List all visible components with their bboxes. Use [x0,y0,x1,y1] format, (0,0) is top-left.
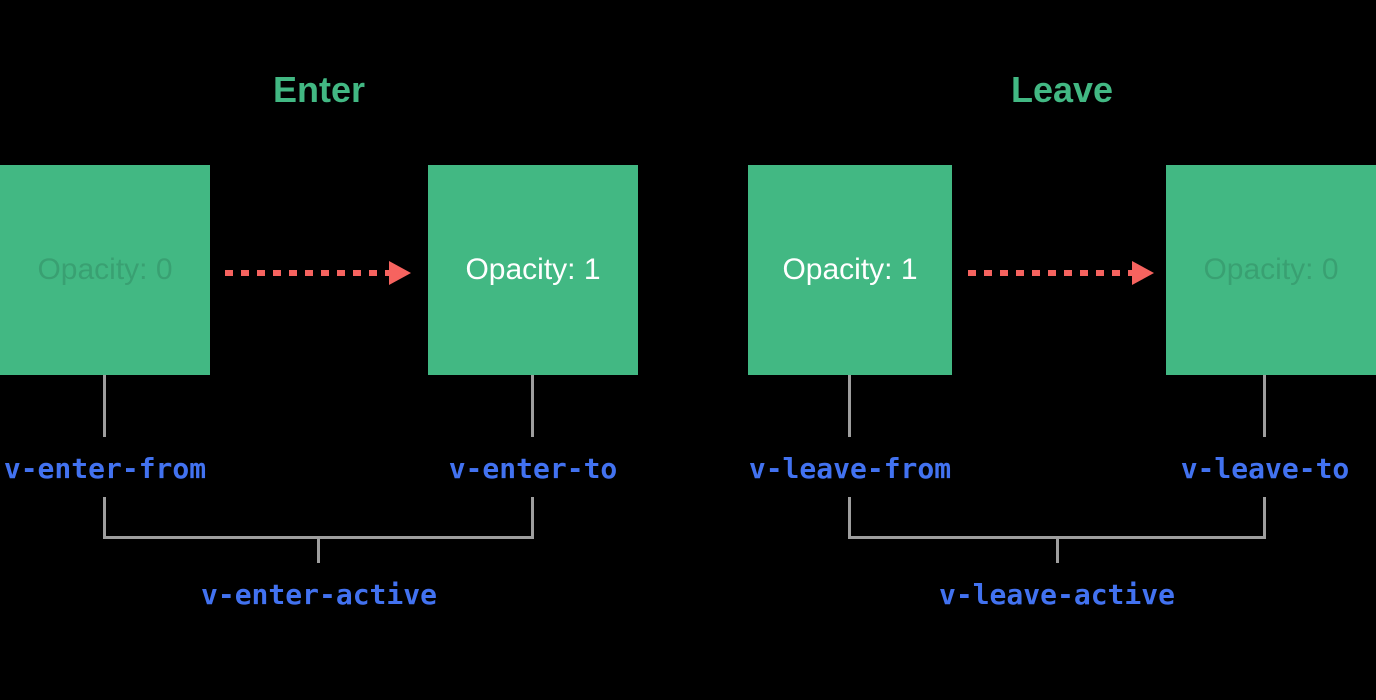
leave-section-title: Leave [1010,69,1114,110]
leave-bracket-left-line [848,497,851,536]
enter-to-connector-line [531,375,534,437]
v-enter-active-label: v-enter-active [200,578,437,611]
enter-transition-arrow-icon [225,261,411,285]
leave-to-opacity-text: Opacity: 0 [1203,253,1339,286]
enter-to-opacity-text: Opacity: 1 [465,253,601,286]
v-enter-to-label: v-enter-to [448,452,618,485]
v-leave-from-label: v-leave-from [748,452,952,485]
enter-section-title: Enter [272,69,366,110]
arrow-head-icon [1132,261,1154,285]
leave-from-box: Opacity: 1 [748,165,952,375]
v-leave-to-label: v-leave-to [1180,452,1350,485]
enter-from-connector-line [103,375,106,437]
enter-bracket-right-line [531,497,534,536]
leave-to-connector-line [1263,375,1266,437]
v-leave-active-label: v-leave-active [938,578,1175,611]
leave-to-box: Opacity: 0 [1166,165,1376,375]
leave-from-connector-line [848,375,851,437]
enter-bracket-stem-line [317,536,320,563]
arrow-head-icon [389,261,411,285]
enter-to-box: Opacity: 1 [428,165,638,375]
v-enter-from-label: v-enter-from [3,452,207,485]
enter-from-box: Opacity: 0 [0,165,210,375]
arrow-dashed-line [225,270,389,276]
leave-from-opacity-text: Opacity: 1 [782,253,918,286]
leave-bracket-stem-line [1056,536,1059,563]
arrow-dashed-line [968,270,1132,276]
enter-from-opacity-text: Opacity: 0 [37,253,173,286]
enter-bracket-left-line [103,497,106,536]
leave-bracket-right-line [1263,497,1266,536]
leave-transition-arrow-icon [968,261,1154,285]
